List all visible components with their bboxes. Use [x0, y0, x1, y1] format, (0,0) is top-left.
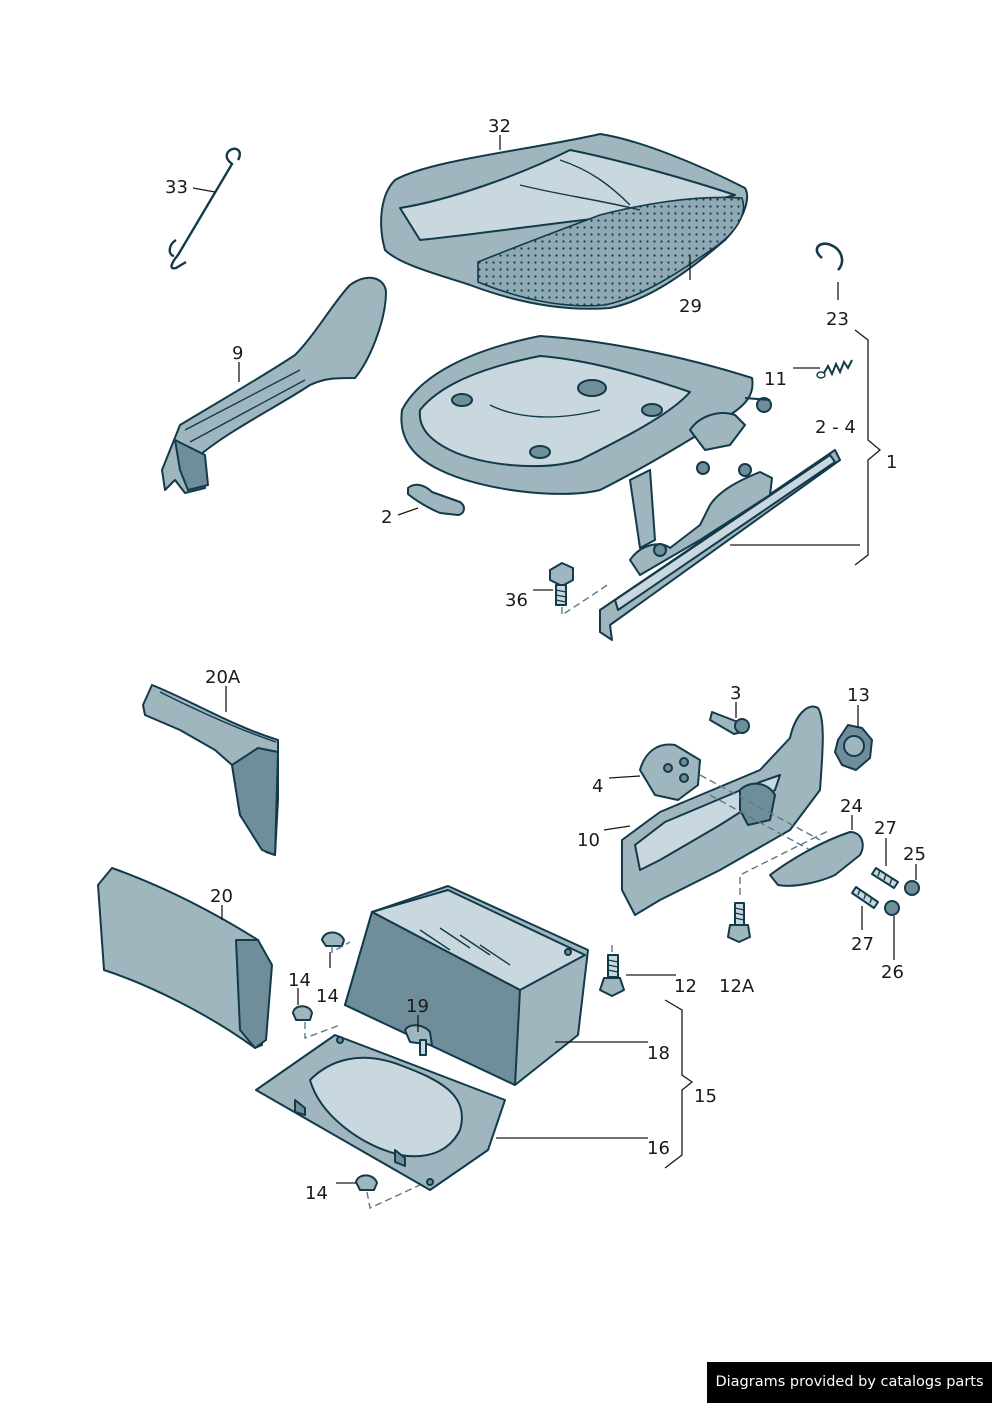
bolt-part-12A[interactable]: [727, 902, 751, 943]
storage-lid-part[interactable]: [255, 1034, 506, 1191]
callout-2-4: 2 - 4: [815, 417, 856, 438]
bolt-part-12[interactable]: [599, 954, 625, 997]
callout-19: 19: [406, 996, 429, 1017]
callout-9: 9: [232, 343, 243, 364]
storage-cover-panel-part[interactable]: [97, 867, 273, 1049]
plastic-fastener-part[interactable]: [404, 1024, 433, 1056]
adjust-lever-part[interactable]: [407, 483, 465, 516]
credit-banner: Diagrams provided by catalogs parts: [707, 1362, 992, 1403]
callout-16: 16: [647, 1138, 670, 1159]
callout-18: 18: [647, 1043, 670, 1064]
callout-3: 3: [730, 683, 741, 704]
callout-36: 36: [505, 590, 528, 611]
seat-cushion-part[interactable]: [380, 133, 748, 310]
cap-plug-part-b[interactable]: [292, 1005, 313, 1021]
callout-27a: 27: [874, 818, 897, 839]
screw-part-27b[interactable]: [851, 886, 879, 909]
callout-32: 32: [488, 116, 511, 137]
callout-14a: 14: [288, 970, 311, 991]
callout-20A: 20A: [205, 667, 241, 688]
cap-plug-part-c[interactable]: [355, 1174, 378, 1191]
tension-spring-part[interactable]: [816, 359, 853, 379]
callout-24: 24: [840, 796, 863, 817]
cap-plug-part-a[interactable]: [321, 931, 345, 947]
side-cover-part[interactable]: [621, 705, 824, 916]
callout-13: 13: [847, 685, 870, 706]
seat-frame-part[interactable]: [400, 335, 841, 641]
storage-tray-part[interactable]: [344, 885, 589, 1086]
retaining-clip-part[interactable]: [815, 242, 844, 271]
callout-25: 25: [903, 844, 926, 865]
callout-29: 29: [679, 296, 702, 317]
callout-4: 4: [592, 776, 603, 797]
callout-14c: 14: [305, 1183, 328, 1204]
callout-12: 12: [674, 976, 697, 997]
callout-20: 20: [210, 886, 233, 907]
hex-bolt-part[interactable]: [549, 562, 574, 606]
adjuster-mechanism-part[interactable]: [639, 743, 701, 801]
side-trim-part[interactable]: [161, 276, 387, 494]
wire-hook-part[interactable]: [168, 147, 242, 270]
callout-10: 10: [577, 830, 600, 851]
recline-lever-part[interactable]: [769, 831, 864, 887]
screw-part-27a[interactable]: [871, 867, 899, 889]
upper-trim-panel-part[interactable]: [142, 684, 279, 856]
callout-23: 23: [826, 309, 849, 330]
callout-27b: 27: [851, 934, 874, 955]
adjuster-knob-part[interactable]: [834, 724, 873, 771]
callout-1: 1: [886, 452, 897, 473]
leader-lines: [192, 135, 917, 1184]
callout-33: 33: [165, 177, 188, 198]
callout-labels: 32 33 29 23 9 11 2 - 4 1 2 36 20A 3 13 4…: [165, 116, 926, 1204]
callout-15: 15: [694, 1086, 717, 1107]
screw-part-3[interactable]: [709, 711, 750, 735]
callout-2: 2: [381, 507, 392, 528]
cap-part-25[interactable]: [904, 880, 920, 896]
callout-11: 11: [764, 369, 787, 390]
callout-12A: 12A: [719, 976, 755, 997]
callout-26: 26: [881, 962, 904, 983]
callout-14b: 14: [316, 986, 339, 1007]
cap-part-26[interactable]: [884, 900, 900, 916]
